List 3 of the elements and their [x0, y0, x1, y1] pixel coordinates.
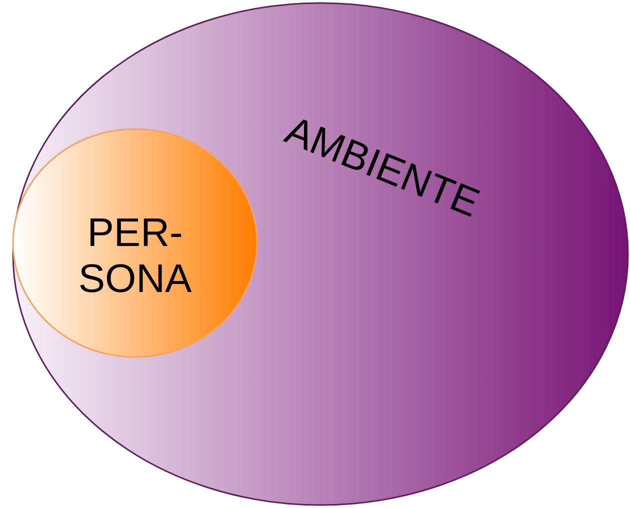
region-label: PER- SONA — [77, 210, 193, 302]
ellipse-region — [12, 128, 258, 358]
ellipse-region — [12, 2, 629, 506]
